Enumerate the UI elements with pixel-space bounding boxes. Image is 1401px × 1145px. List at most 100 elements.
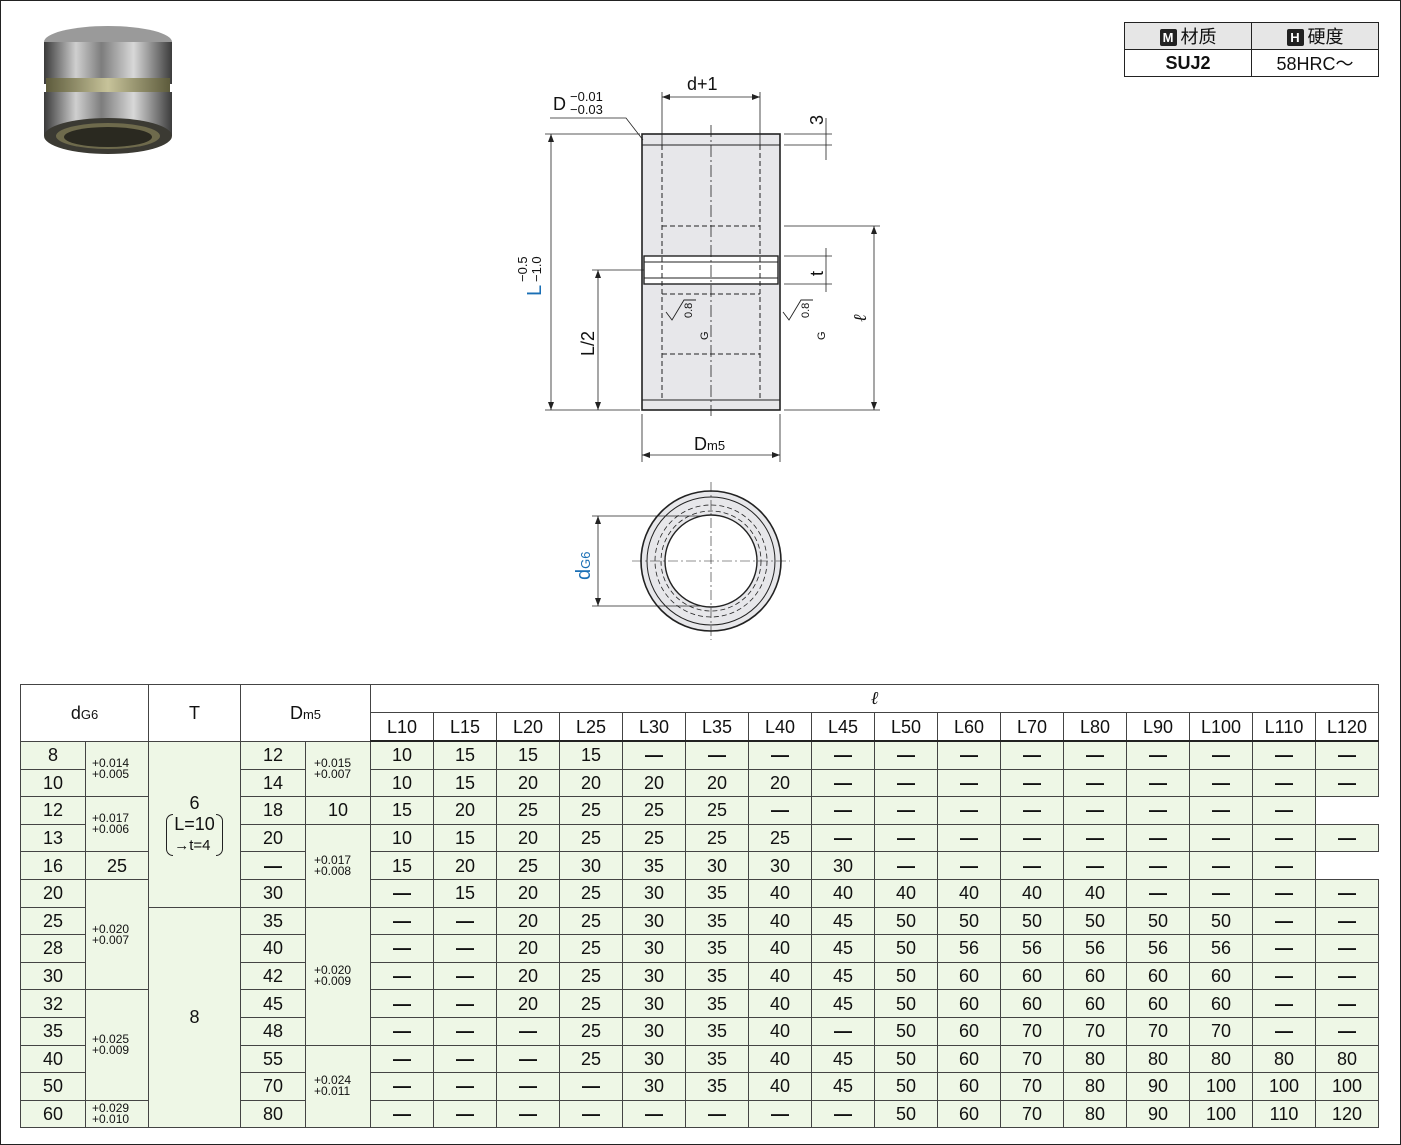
head-l-col: L80	[1063, 712, 1127, 742]
cell-D-tol: +0.017+0.008	[305, 823, 371, 908]
cell-ell-value: 80	[1315, 1044, 1379, 1074]
head-l-col: L45	[811, 712, 875, 742]
cell-ell-value: 100	[1189, 1072, 1253, 1101]
cell-ell-value: 30	[748, 851, 812, 880]
cell-ell-value: —	[811, 823, 875, 853]
cell-ell-value: 25	[559, 934, 623, 963]
cell-ell-value: 45	[811, 989, 875, 1018]
head-l-col: L20	[496, 712, 560, 742]
cell-ell-value: —	[748, 796, 812, 825]
cell-ell-value: —	[1315, 740, 1379, 770]
cell-ell-value: 60	[937, 1072, 1001, 1101]
hardness-icon: H	[1286, 29, 1304, 46]
cell-ell-value: 60	[937, 989, 1001, 1018]
cell-ell-value: —	[559, 1072, 623, 1101]
cell-ell-value: —	[811, 768, 875, 798]
cell-ell-value: 10	[370, 768, 434, 798]
cell-ell-value: —	[1252, 989, 1316, 1018]
cell-D: 40	[240, 934, 306, 963]
cell-d: 10	[20, 768, 86, 798]
cell-ell-value: 30	[685, 851, 749, 880]
cell-ell-value: 50	[874, 1044, 938, 1074]
cell-ell-value: 80	[1063, 1044, 1127, 1074]
cell-ell-value: 60	[937, 961, 1001, 991]
cell-ell-value: —	[1315, 823, 1379, 853]
cell-ell-value: 100	[1189, 1099, 1253, 1129]
cell-D-tol: +0.015+0.007	[305, 740, 371, 798]
cell-ell-value: —	[1126, 796, 1190, 825]
cell-d-tol: +0.014+0.005	[85, 740, 149, 798]
cell-ell-value: 25	[559, 1044, 623, 1074]
cell-ell-value: —	[370, 1016, 434, 1046]
cell-ell-value: 56	[1189, 934, 1253, 963]
cell-ell-value: 40	[748, 906, 812, 936]
cell-ell-value: 50	[1000, 906, 1064, 936]
cell-D: 35	[240, 906, 306, 936]
cell-ell-value: 60	[1189, 989, 1253, 1018]
cell-ell-value: —	[1189, 878, 1253, 908]
cell-ell-value: 10	[370, 823, 434, 853]
cell-d: 32	[20, 989, 86, 1018]
head-l-col: L50	[874, 712, 938, 742]
cell-ell-value: —	[811, 1016, 875, 1046]
svg-text:0.8: 0.8	[800, 303, 812, 318]
cell-ell-value: 80	[1189, 1044, 1253, 1074]
cell-ell-value: 70	[1126, 1016, 1190, 1046]
cell-ell-value: —	[370, 878, 434, 908]
head-l-col: L60	[937, 712, 1001, 742]
cell-d: 40	[20, 1044, 86, 1074]
cell-ell-value: 25	[622, 823, 686, 853]
cell-ell-value: 30	[622, 961, 686, 991]
svg-text:G: G	[816, 331, 828, 340]
cell-ell-value: 30	[622, 878, 686, 908]
head-ell: ℓ	[370, 684, 1379, 713]
cell-ell-value: 50	[874, 989, 938, 1018]
cell-ell-value: 20	[559, 768, 623, 798]
head-l-col: L70	[1000, 712, 1064, 742]
cell-ell-value: 20	[748, 768, 812, 798]
cell-ell-value: 15	[433, 768, 497, 798]
cell-ell-value: —	[1252, 878, 1316, 908]
cell-ell-value: 50	[937, 906, 1001, 936]
cell-ell-value: 40	[1063, 878, 1127, 908]
cell-ell-value: 15	[433, 878, 497, 908]
cell-D: 12	[240, 740, 306, 770]
cell-ell-value: 40	[748, 934, 812, 963]
cell-d-tol: +0.025+0.009	[85, 989, 149, 1101]
cell-ell-value: 110	[1252, 1099, 1316, 1129]
roughness-mark-inner: 0.8 G	[665, 299, 711, 340]
cell-ell-value: 35	[685, 961, 749, 991]
cell-ell-value: 25	[622, 796, 686, 825]
cell-ell-value: —	[1000, 823, 1064, 853]
cell-d: 30	[20, 961, 86, 991]
cell-ell-value: 50	[874, 1016, 938, 1046]
cell-ell-value: —	[1063, 796, 1127, 825]
cell-ell-value: 10	[370, 740, 434, 770]
cell-ell-value: 50	[874, 961, 938, 991]
cell-ell-value: —	[937, 851, 1001, 880]
cell-ell-value: 30	[622, 934, 686, 963]
cell-ell-value: 15	[559, 740, 623, 770]
cell-ell-value: 20	[496, 768, 560, 798]
cell-ell-value: —	[1000, 740, 1064, 770]
cell-ell-value: 20	[496, 961, 560, 991]
cell-ell-value: 20	[433, 851, 497, 880]
cell-ell-value: —	[1252, 740, 1316, 770]
cell-ell-value: 35	[685, 878, 749, 908]
cell-ell-value: 10	[305, 796, 371, 825]
cell-ell-value: 40	[748, 1016, 812, 1046]
cell-D: 42	[240, 961, 306, 991]
cell-ell-value: —	[1126, 878, 1190, 908]
cell-ell-value: —	[1315, 1016, 1379, 1046]
cell-ell-value: —	[1252, 906, 1316, 936]
head-dg6: dG6	[20, 684, 149, 742]
cell-ell-value: 60	[1000, 989, 1064, 1018]
cell-ell-value: 70	[1000, 1044, 1064, 1074]
cell-ell-value: —	[559, 1099, 623, 1129]
